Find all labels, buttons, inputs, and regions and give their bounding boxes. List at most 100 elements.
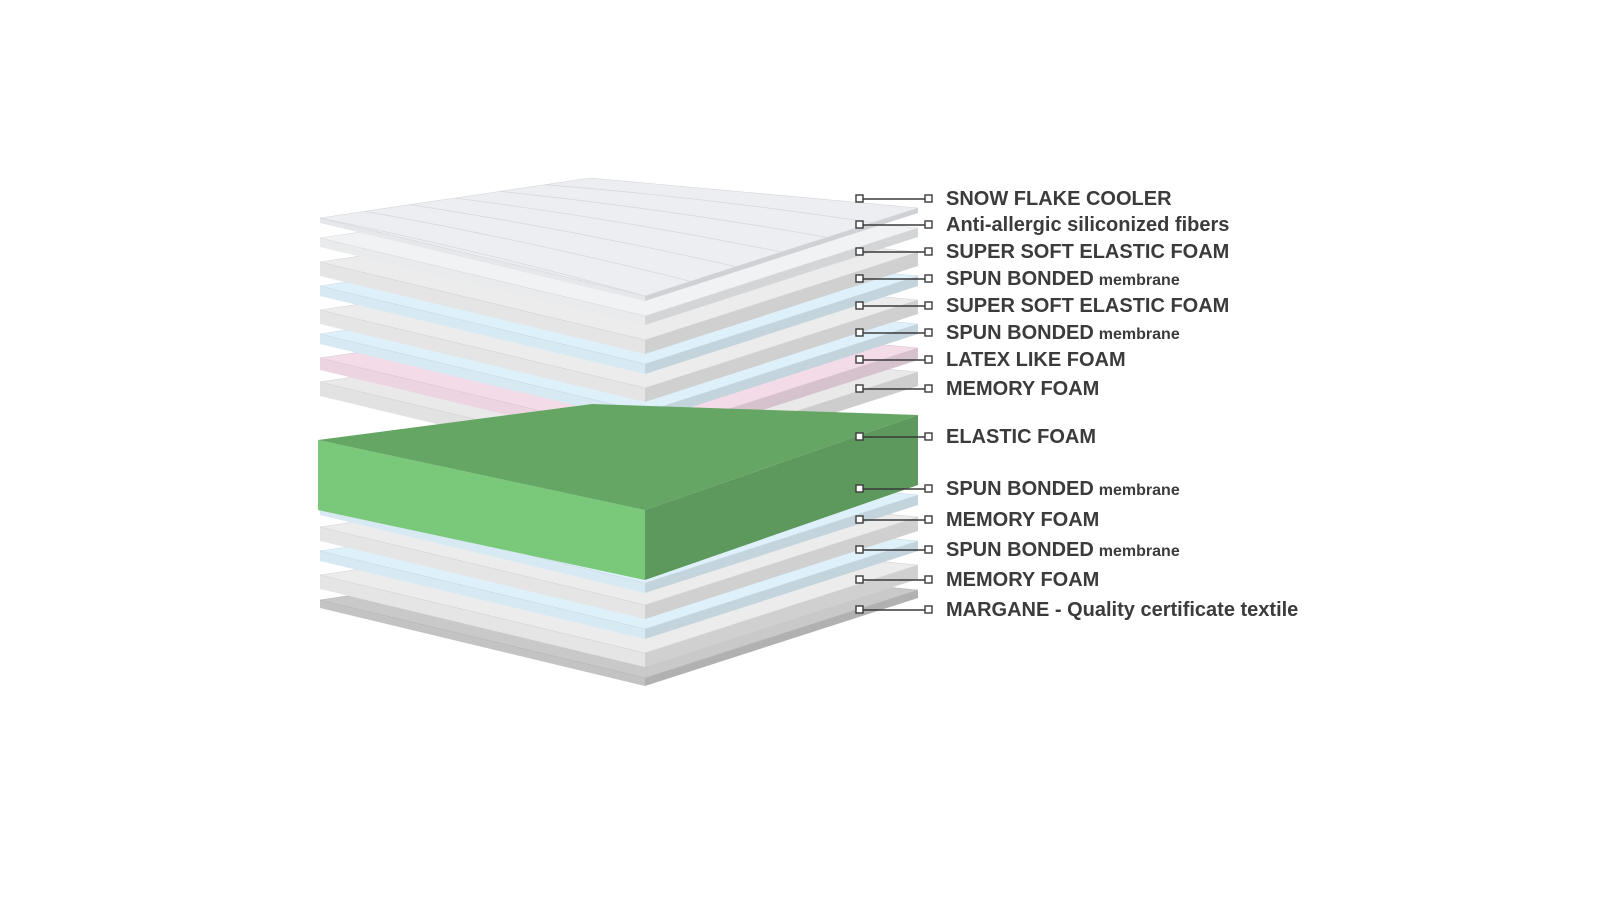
leader-start-node xyxy=(855,575,864,584)
slab-front-edge xyxy=(320,527,645,619)
leader-end-node xyxy=(924,575,933,584)
core-side-face xyxy=(645,415,918,580)
layer-label: SNOW FLAKE COOLER xyxy=(946,188,1172,210)
leader-start-node xyxy=(855,274,864,283)
callout-snow-flake-cooler-0: SNOW FLAKE COOLER xyxy=(855,188,1172,210)
layer-label: MARGANE - Quality certificate textile xyxy=(946,599,1298,621)
layer-slab-elastic-foam-8 xyxy=(318,404,918,580)
layer-callouts: SNOW FLAKE COOLER Anti-allergic siliconiz… xyxy=(855,188,1298,621)
layer-label-main: MEMORY FOAM xyxy=(946,509,1099,531)
callout-memory-foam-12: MEMORY FOAM xyxy=(855,569,1099,591)
layer-label-sub: membrane xyxy=(1099,482,1180,499)
layer-label: LATEX LIKE FOAM xyxy=(946,349,1126,371)
leader-end-node xyxy=(924,194,933,203)
layer-label-main: SUPER SOFT ELASTIC FOAM xyxy=(946,241,1229,263)
slab-front-edge xyxy=(320,238,645,325)
quilt-stitch xyxy=(499,190,828,238)
layer-label: SPUN BONDED membrane xyxy=(946,268,1180,290)
slab-side-edge xyxy=(645,228,918,325)
leader-start-node xyxy=(855,220,864,229)
quilt-stitch xyxy=(409,204,737,268)
leader-start-node xyxy=(855,247,864,256)
layer-slab-snow-flake-cooler-0 xyxy=(319,177,919,301)
layer-label-main: SPUN BONDED xyxy=(946,539,1094,561)
leader-start-node xyxy=(855,515,864,524)
layer-label: SUPER SOFT ELASTIC FOAM xyxy=(946,241,1229,263)
callout-memory-foam-7: MEMORY FOAM xyxy=(855,378,1099,400)
leader-end-node xyxy=(924,484,933,493)
leader-end-node xyxy=(924,328,933,337)
layer-label: ELASTIC FOAM xyxy=(946,426,1096,448)
leader-start-node xyxy=(855,194,864,203)
callout-margane-quality-certificate-textile-13: MARGANE - Quality certificate textile xyxy=(855,599,1298,621)
callout-latex-like-foam-6: LATEX LIKE FOAM xyxy=(855,349,1126,371)
quilt-stitch xyxy=(319,217,646,297)
layer-label-sub: membrane xyxy=(1099,272,1180,289)
leader-start-node xyxy=(855,545,864,554)
layer-label-sub: membrane xyxy=(1099,543,1180,560)
slab-side-edge xyxy=(645,300,918,402)
layer-label-main: ELASTIC FOAM xyxy=(946,426,1096,448)
callout-spun-bonded-5: SPUN BONDED membrane xyxy=(855,322,1180,344)
leader-end-node xyxy=(924,515,933,524)
leader-start-node xyxy=(855,432,864,441)
layer-label: Anti-allergic siliconized fibers xyxy=(946,214,1229,236)
slab-side-edge xyxy=(645,276,918,374)
slab-front-edge xyxy=(320,286,645,374)
slab-side-edge xyxy=(645,252,918,354)
slab-front-edge xyxy=(320,310,645,402)
layer-label-main: MEMORY FOAM xyxy=(946,378,1099,400)
layer-label: MEMORY FOAM xyxy=(946,509,1099,531)
leader-end-node xyxy=(924,220,933,229)
leader-start-node xyxy=(855,328,864,337)
quilt-pattern xyxy=(319,184,873,297)
leader-end-node xyxy=(924,545,933,554)
quilt-stitch xyxy=(454,197,782,253)
layer-label-main: SPUN BONDED xyxy=(946,478,1094,500)
slab-front-edge xyxy=(320,575,645,667)
leader-start-node xyxy=(855,384,864,393)
layer-label-main: MEMORY FOAM xyxy=(946,569,1099,591)
layer-label-sub: membrane xyxy=(1099,326,1180,343)
slab-side-edge xyxy=(645,495,918,593)
layer-label-main: MARGANE - Quality certificate textile xyxy=(946,599,1298,621)
callout-memory-foam-10: MEMORY FOAM xyxy=(855,509,1099,531)
slab-front-edge xyxy=(320,551,645,639)
layer-label-main: SUPER SOFT ELASTIC FOAM xyxy=(946,295,1229,317)
leader-end-node xyxy=(924,432,933,441)
layer-label: SUPER SOFT ELASTIC FOAM xyxy=(946,295,1229,317)
callout-super-soft-elastic-foam-4: SUPER SOFT ELASTIC FOAM xyxy=(855,295,1229,317)
layer-label-main: SPUN BONDED xyxy=(946,322,1094,344)
callout-spun-bonded-9: SPUN BONDED membrane xyxy=(855,478,1180,500)
leader-end-node xyxy=(924,247,933,256)
leader-start-node xyxy=(855,484,864,493)
callout-spun-bonded-3: SPUN BONDED membrane xyxy=(855,268,1180,290)
layer-label-main: LATEX LIKE FOAM xyxy=(946,349,1126,371)
callout-spun-bonded-11: SPUN BONDED membrane xyxy=(855,539,1180,561)
leader-end-node xyxy=(924,605,933,614)
layer-label: MEMORY FOAM xyxy=(946,378,1099,400)
callout-super-soft-elastic-foam-2: SUPER SOFT ELASTIC FOAM xyxy=(855,241,1229,263)
slab-front-edge xyxy=(320,600,645,686)
layer-label: MEMORY FOAM xyxy=(946,569,1099,591)
leader-end-node xyxy=(924,274,933,283)
leader-end-node xyxy=(924,384,933,393)
slab-side-edge xyxy=(645,324,918,422)
slab-front-edge xyxy=(320,218,645,301)
core-front-face xyxy=(318,440,645,580)
core-top-face xyxy=(318,404,918,510)
slab-side-edge xyxy=(645,517,918,619)
leader-start-node xyxy=(855,605,864,614)
layer-label: SPUN BONDED membrane xyxy=(946,539,1180,561)
layer-label-main: SNOW FLAKE COOLER xyxy=(946,188,1172,210)
layer-label: SPUN BONDED membrane xyxy=(946,322,1180,344)
leader-start-node xyxy=(855,301,864,310)
quilt-stitch xyxy=(364,210,691,282)
callout-elastic-foam-8: ELASTIC FOAM xyxy=(855,426,1096,448)
slab-front-edge xyxy=(320,334,645,422)
leader-start-node xyxy=(855,355,864,364)
layer-label-main: SPUN BONDED xyxy=(946,268,1094,290)
elastic-foam-core xyxy=(318,404,918,580)
layer-label: SPUN BONDED membrane xyxy=(946,478,1180,500)
